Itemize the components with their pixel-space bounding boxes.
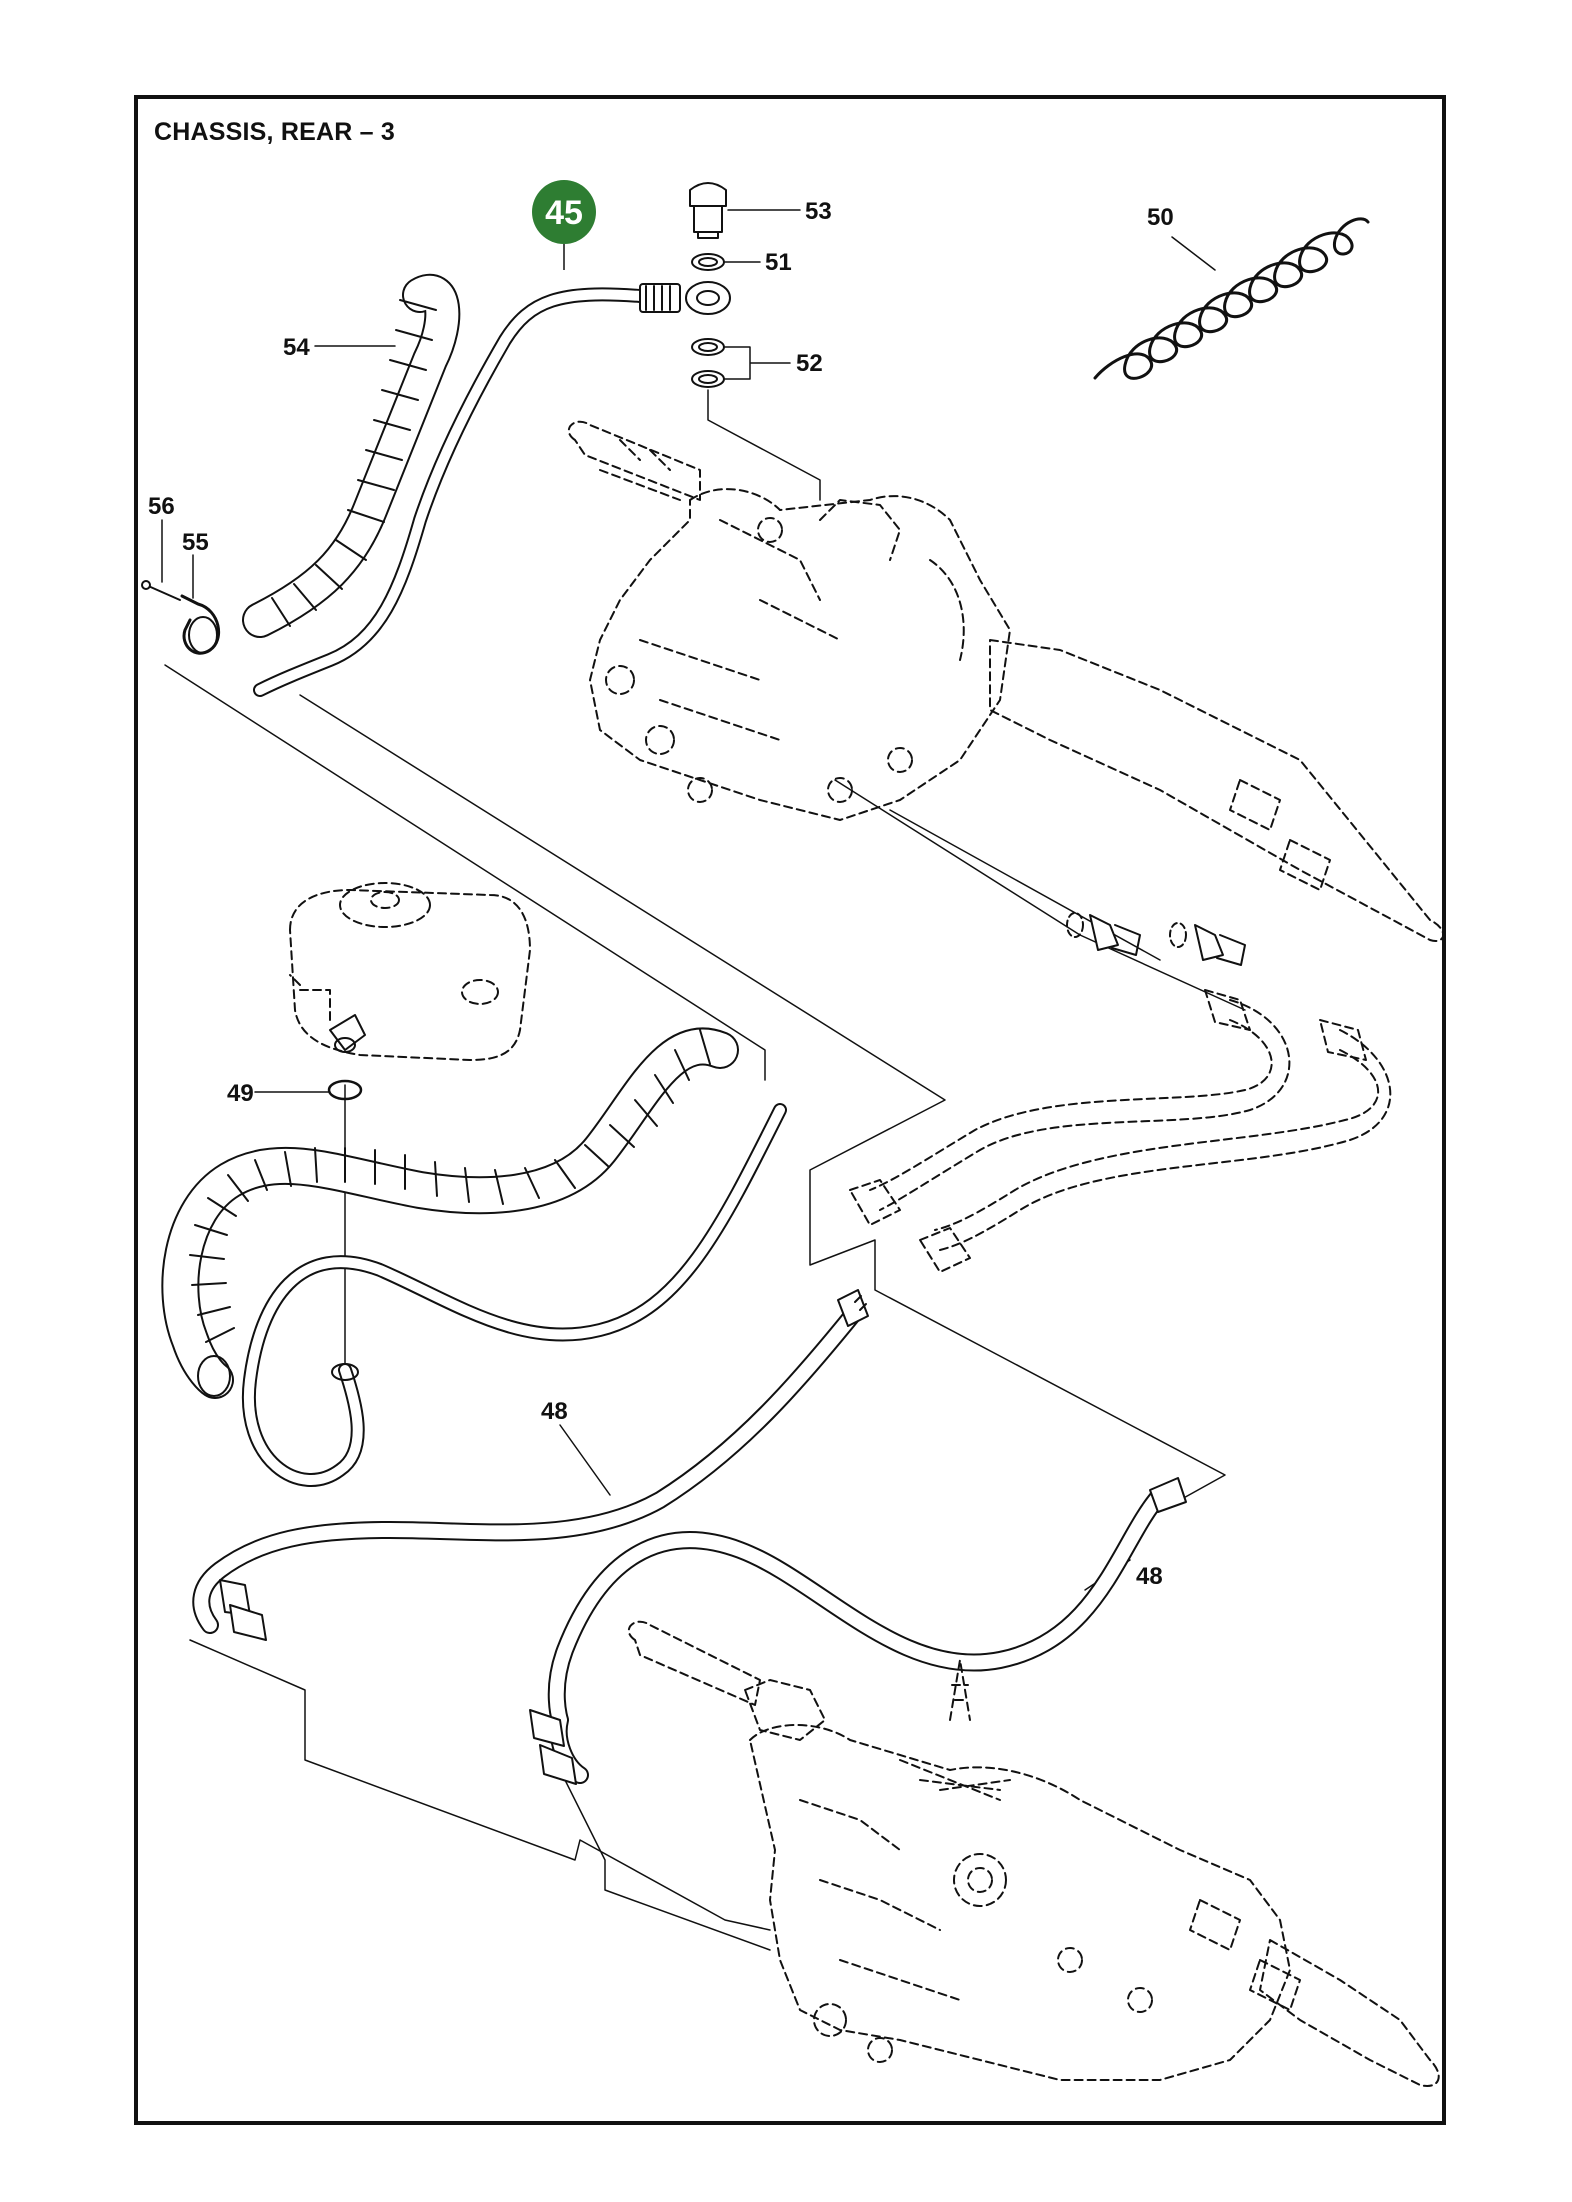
clamp-55[interactable] (180, 594, 220, 655)
oil-tank (289, 882, 531, 1061)
hose-48-left[interactable] (192, 1289, 869, 1641)
return-hose (241, 1103, 787, 1487)
callout-51[interactable]: 51 (765, 249, 792, 276)
return-hose-guard (161, 1027, 739, 1399)
transaxle-upper (567, 420, 1445, 942)
callout-52[interactable]: 52 (796, 350, 823, 377)
dashed-pipes (849, 989, 1392, 1273)
spring-50[interactable] (1093, 217, 1370, 380)
banjo-bolt-53[interactable] (689, 182, 727, 239)
hose-48-right[interactable] (529, 1477, 1187, 1785)
callout-53[interactable]: 53 (805, 198, 832, 225)
callout-56[interactable]: 56 (148, 493, 175, 520)
washers-52[interactable] (691, 338, 725, 388)
clamp-49[interactable] (327, 1014, 366, 1101)
callout-48-left[interactable]: 48 (541, 1398, 568, 1425)
page-title: CHASSIS, REAR – 3 (154, 118, 395, 146)
callout-45-label: 45 (545, 194, 583, 232)
washer-51[interactable] (691, 253, 725, 271)
callout-49[interactable]: 49 (227, 1080, 254, 1107)
callout-45-highlight[interactable]: 45 (532, 180, 596, 270)
transaxle-lower (627, 1620, 1440, 2087)
fitting-right[interactable] (1169, 922, 1246, 966)
callout-55[interactable]: 55 (182, 529, 209, 556)
screw-56[interactable] (141, 580, 181, 601)
callout-48-right[interactable]: 48 (1136, 1563, 1163, 1590)
hose-45[interactable] (253, 281, 731, 697)
spiral-guard-54[interactable] (242, 273, 461, 638)
fitting-left[interactable] (1066, 912, 1141, 956)
callout-50[interactable]: 50 (1147, 204, 1174, 231)
diagram-frame (134, 95, 1446, 2125)
callout-54[interactable]: 54 (283, 334, 310, 361)
